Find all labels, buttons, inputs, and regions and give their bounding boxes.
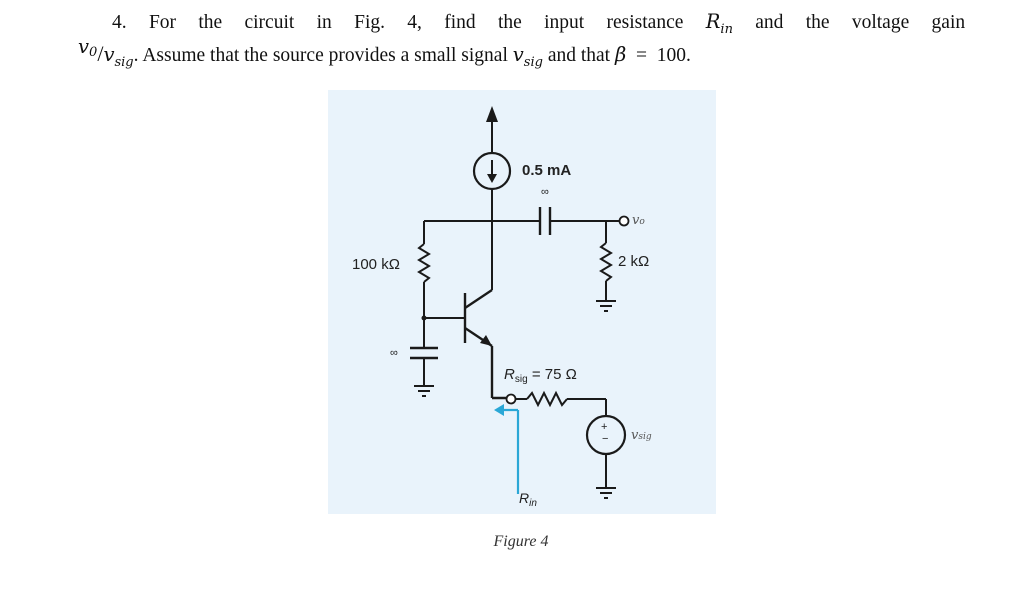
- r-bias-label: 100 kΩ: [352, 256, 400, 273]
- and-the-voltage-gain: and the voltage gain: [755, 12, 966, 33]
- problem-line-1: 4. For the circuit in Fig. 4, find the i…: [112, 10, 966, 37]
- source-plus-sign: +: [601, 421, 608, 433]
- problem-line-2: v0/vsig. Assume that the source provides…: [78, 35, 691, 70]
- ground-source: [596, 487, 616, 499]
- coupling-capacitor-output: [538, 207, 552, 235]
- circuit-figure: 0.5 mA ∞ vo 2 kΩ 100 kΩ ∞ Rsig = 75 Ω + …: [328, 90, 716, 514]
- current-source: [472, 151, 512, 191]
- resistor-rsig: [526, 390, 568, 408]
- rin-figure-label: Rin: [519, 490, 537, 509]
- beta-value: 100.: [656, 45, 691, 66]
- equals-sign: =: [636, 45, 647, 66]
- circuit-diagram: [410, 106, 630, 499]
- base-capacitor: [410, 346, 438, 360]
- vsig-symbol: vsig: [512, 43, 543, 70]
- gain-fraction: v0/vsig.: [78, 35, 139, 70]
- resistor-100k: [417, 243, 431, 283]
- problem-statement: 4. For the circuit in Fig. 4, find the i…: [0, 0, 1024, 80]
- beta-symbol: β: [614, 43, 627, 66]
- rsig-label: Rsig = 75 Ω: [504, 366, 577, 385]
- ground-base: [414, 385, 434, 397]
- figure-caption: Figure 4: [493, 533, 549, 550]
- vsig-label: vsig: [631, 428, 652, 443]
- cap-base-infinity-label: ∞: [390, 347, 398, 359]
- resistor-2k: [599, 242, 613, 282]
- assumption-text: Assume that the source provides a small …: [142, 45, 508, 66]
- source-minus-sign: −: [602, 433, 609, 445]
- ground-load: [596, 300, 616, 312]
- cap-top-infinity-label: ∞: [541, 186, 549, 198]
- problem-number: 4.: [112, 12, 127, 33]
- supply-arrow: [486, 106, 498, 152]
- output-terminal: [618, 215, 630, 227]
- base-wires: [423, 282, 465, 348]
- rin-terminal: [505, 393, 517, 405]
- rin-symbol: Rin: [705, 10, 733, 37]
- output-voltage-label: vo: [632, 213, 645, 228]
- r-load-label: 2 kΩ: [618, 253, 650, 270]
- current-source-label: 0.5 mA: [522, 162, 572, 179]
- collector-wires: [423, 189, 619, 290]
- rin-arrow: [498, 408, 520, 494]
